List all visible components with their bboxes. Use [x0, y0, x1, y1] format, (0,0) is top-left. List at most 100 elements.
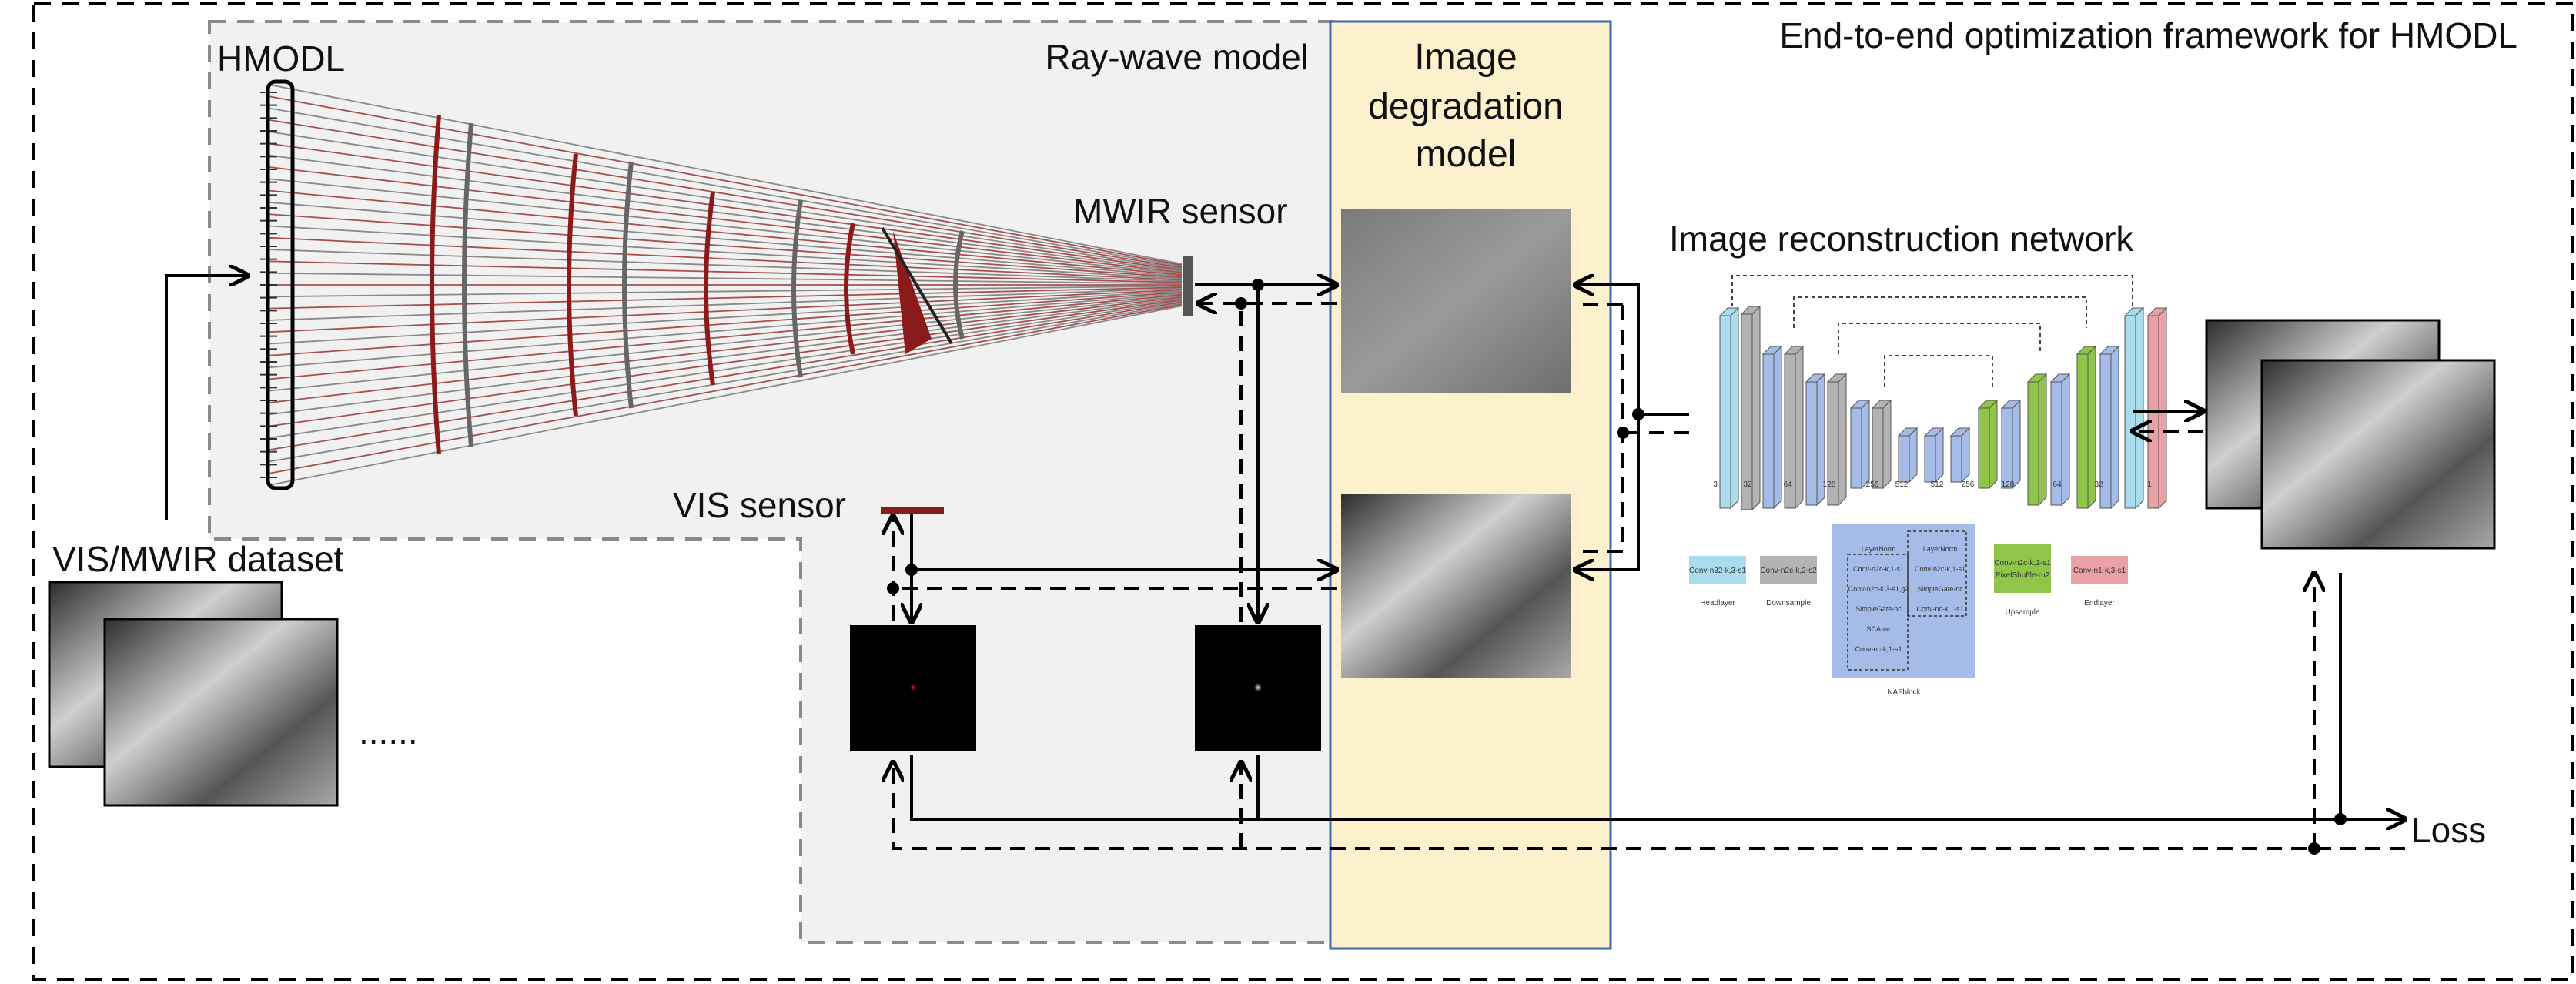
nafblock-left-item: SCA-nc	[1866, 625, 1891, 633]
hmodl-lens	[260, 79, 1183, 490]
channel-label: 256	[1962, 480, 1975, 489]
dataset-ellipsis: ......	[359, 711, 418, 751]
ray-line	[269, 107, 1183, 267]
degradation-title-line3: model	[1416, 134, 1517, 175]
unet-block	[1898, 435, 1910, 483]
unet-block-side	[2061, 373, 2070, 507]
unet-block-side	[1935, 427, 1944, 484]
legend-box	[2071, 556, 2128, 584]
channel-label: 512	[1895, 480, 1909, 489]
unet-block	[1872, 407, 1884, 489]
channel-label: 1	[2147, 480, 2152, 489]
ray-line	[269, 213, 1183, 279]
skip-connection	[1731, 275, 2133, 306]
ray-line	[269, 154, 1183, 273]
ray-line	[269, 225, 1183, 279]
vis-psf-spot	[910, 684, 916, 691]
network-title: Image reconstruction network	[1669, 219, 2134, 259]
ray-line	[269, 95, 1183, 266]
output-image-front	[2260, 359, 2496, 550]
ray-line	[269, 299, 1183, 427]
raywave-title: Ray-wave model	[1045, 37, 1309, 77]
unet-block-side	[1909, 427, 1918, 484]
nafblock-residual-right	[1907, 530, 1967, 617]
ray-line	[269, 293, 1183, 380]
nafblock-right-item: Conv-nc-k,1-s1	[1916, 605, 1963, 613]
lens-element	[622, 161, 634, 409]
unet-block	[2050, 381, 2062, 506]
skip-connection	[1793, 296, 2087, 328]
unet-block-side	[2135, 306, 2144, 510]
unet-block	[1805, 381, 1818, 506]
ray-line	[269, 285, 1183, 298]
vis-degraded-image	[1341, 494, 1571, 678]
unet-block-side	[1773, 345, 1782, 510]
channel-label: 64	[1783, 480, 1792, 489]
legend-box	[1689, 556, 1746, 584]
unet-block	[2001, 407, 2013, 489]
unet-block	[2027, 381, 2039, 506]
lens-label: HMODL	[217, 38, 345, 79]
vis-psf-to-loss	[910, 755, 2405, 819]
nafblock-left-item: Conv-nc-k,1-s1	[1855, 645, 1902, 653]
unet-block	[1978, 407, 1990, 489]
mwir-psf-spot	[1254, 684, 1262, 691]
framework-title: End-to-end optimization framework for HM…	[1779, 15, 2517, 55]
nafblock-caption: NAFblock	[1887, 688, 1921, 697]
nafblock-right-item: Conv-n2c-k,1-s1	[1915, 565, 1965, 573]
lens-element	[953, 230, 965, 340]
loss-feedback-dashed	[893, 762, 2405, 850]
skip-connection	[1838, 323, 2041, 354]
nafblock-left-item: Conv-n2c-k,3-s1,g2	[1848, 585, 1909, 593]
junction-dots	[887, 279, 2347, 855]
legend-box	[1994, 544, 2051, 593]
lens-element	[704, 192, 715, 386]
ray-line	[269, 296, 1183, 403]
ray-line	[269, 291, 1183, 356]
nafblock-residual-left	[1847, 554, 1909, 671]
ray-line	[269, 189, 1183, 276]
ray-line	[269, 303, 1183, 463]
ray-line	[269, 293, 1183, 368]
dataset-image-front	[103, 618, 339, 807]
degradation-title-line2: degradation	[1368, 86, 1564, 127]
legend-caption: Endlayer	[2084, 599, 2115, 607]
unet-block	[1784, 353, 1796, 509]
legend-caption: Downsample	[1766, 599, 1811, 607]
unet-block	[1827, 381, 1839, 506]
unet-block-side	[1861, 399, 1870, 490]
degradation-region	[1329, 20, 1612, 950]
network-legend: Conv-n32-k,3-s1HeadlayerConv-n2c-k,2-s2D…	[1689, 524, 2128, 697]
legend-box-text: Conv-n32-k,3-s1	[1689, 567, 1746, 575]
ray-line	[269, 289, 1183, 333]
channel-label: 512	[1931, 480, 1944, 489]
ray-line	[269, 300, 1183, 439]
unet-block-side	[2158, 306, 2167, 510]
legend-box-text: PixelShuffle-ru2	[1996, 571, 2050, 580]
ray-line	[269, 131, 1183, 270]
channel-label: 32	[1743, 480, 1752, 489]
unet-block	[1924, 435, 1936, 483]
doe-plate	[881, 226, 953, 345]
ray-line	[269, 84, 1183, 265]
legend-caption: Upsample	[2005, 608, 2039, 617]
skip-connection	[1884, 355, 1993, 387]
lens-element	[791, 199, 803, 378]
ray-line	[269, 236, 1183, 281]
nafblock-left-item: LayerNorm	[1862, 545, 1896, 553]
lens-element	[567, 153, 578, 417]
lens-element	[430, 115, 441, 455]
unet-block-side	[1961, 427, 1970, 484]
unet-block	[2076, 353, 2089, 509]
lens-element-front	[266, 79, 295, 490]
nafblock-right-item: LayerNorm	[1923, 545, 1958, 553]
ray-line	[269, 290, 1183, 345]
ray-line	[269, 178, 1183, 275]
legend-box	[1760, 556, 1817, 584]
flow-arrows	[165, 276, 2405, 850]
raywave-region	[208, 20, 1333, 944]
dataset-to-lens-arrow	[165, 276, 248, 520]
ray-line	[269, 287, 1183, 321]
